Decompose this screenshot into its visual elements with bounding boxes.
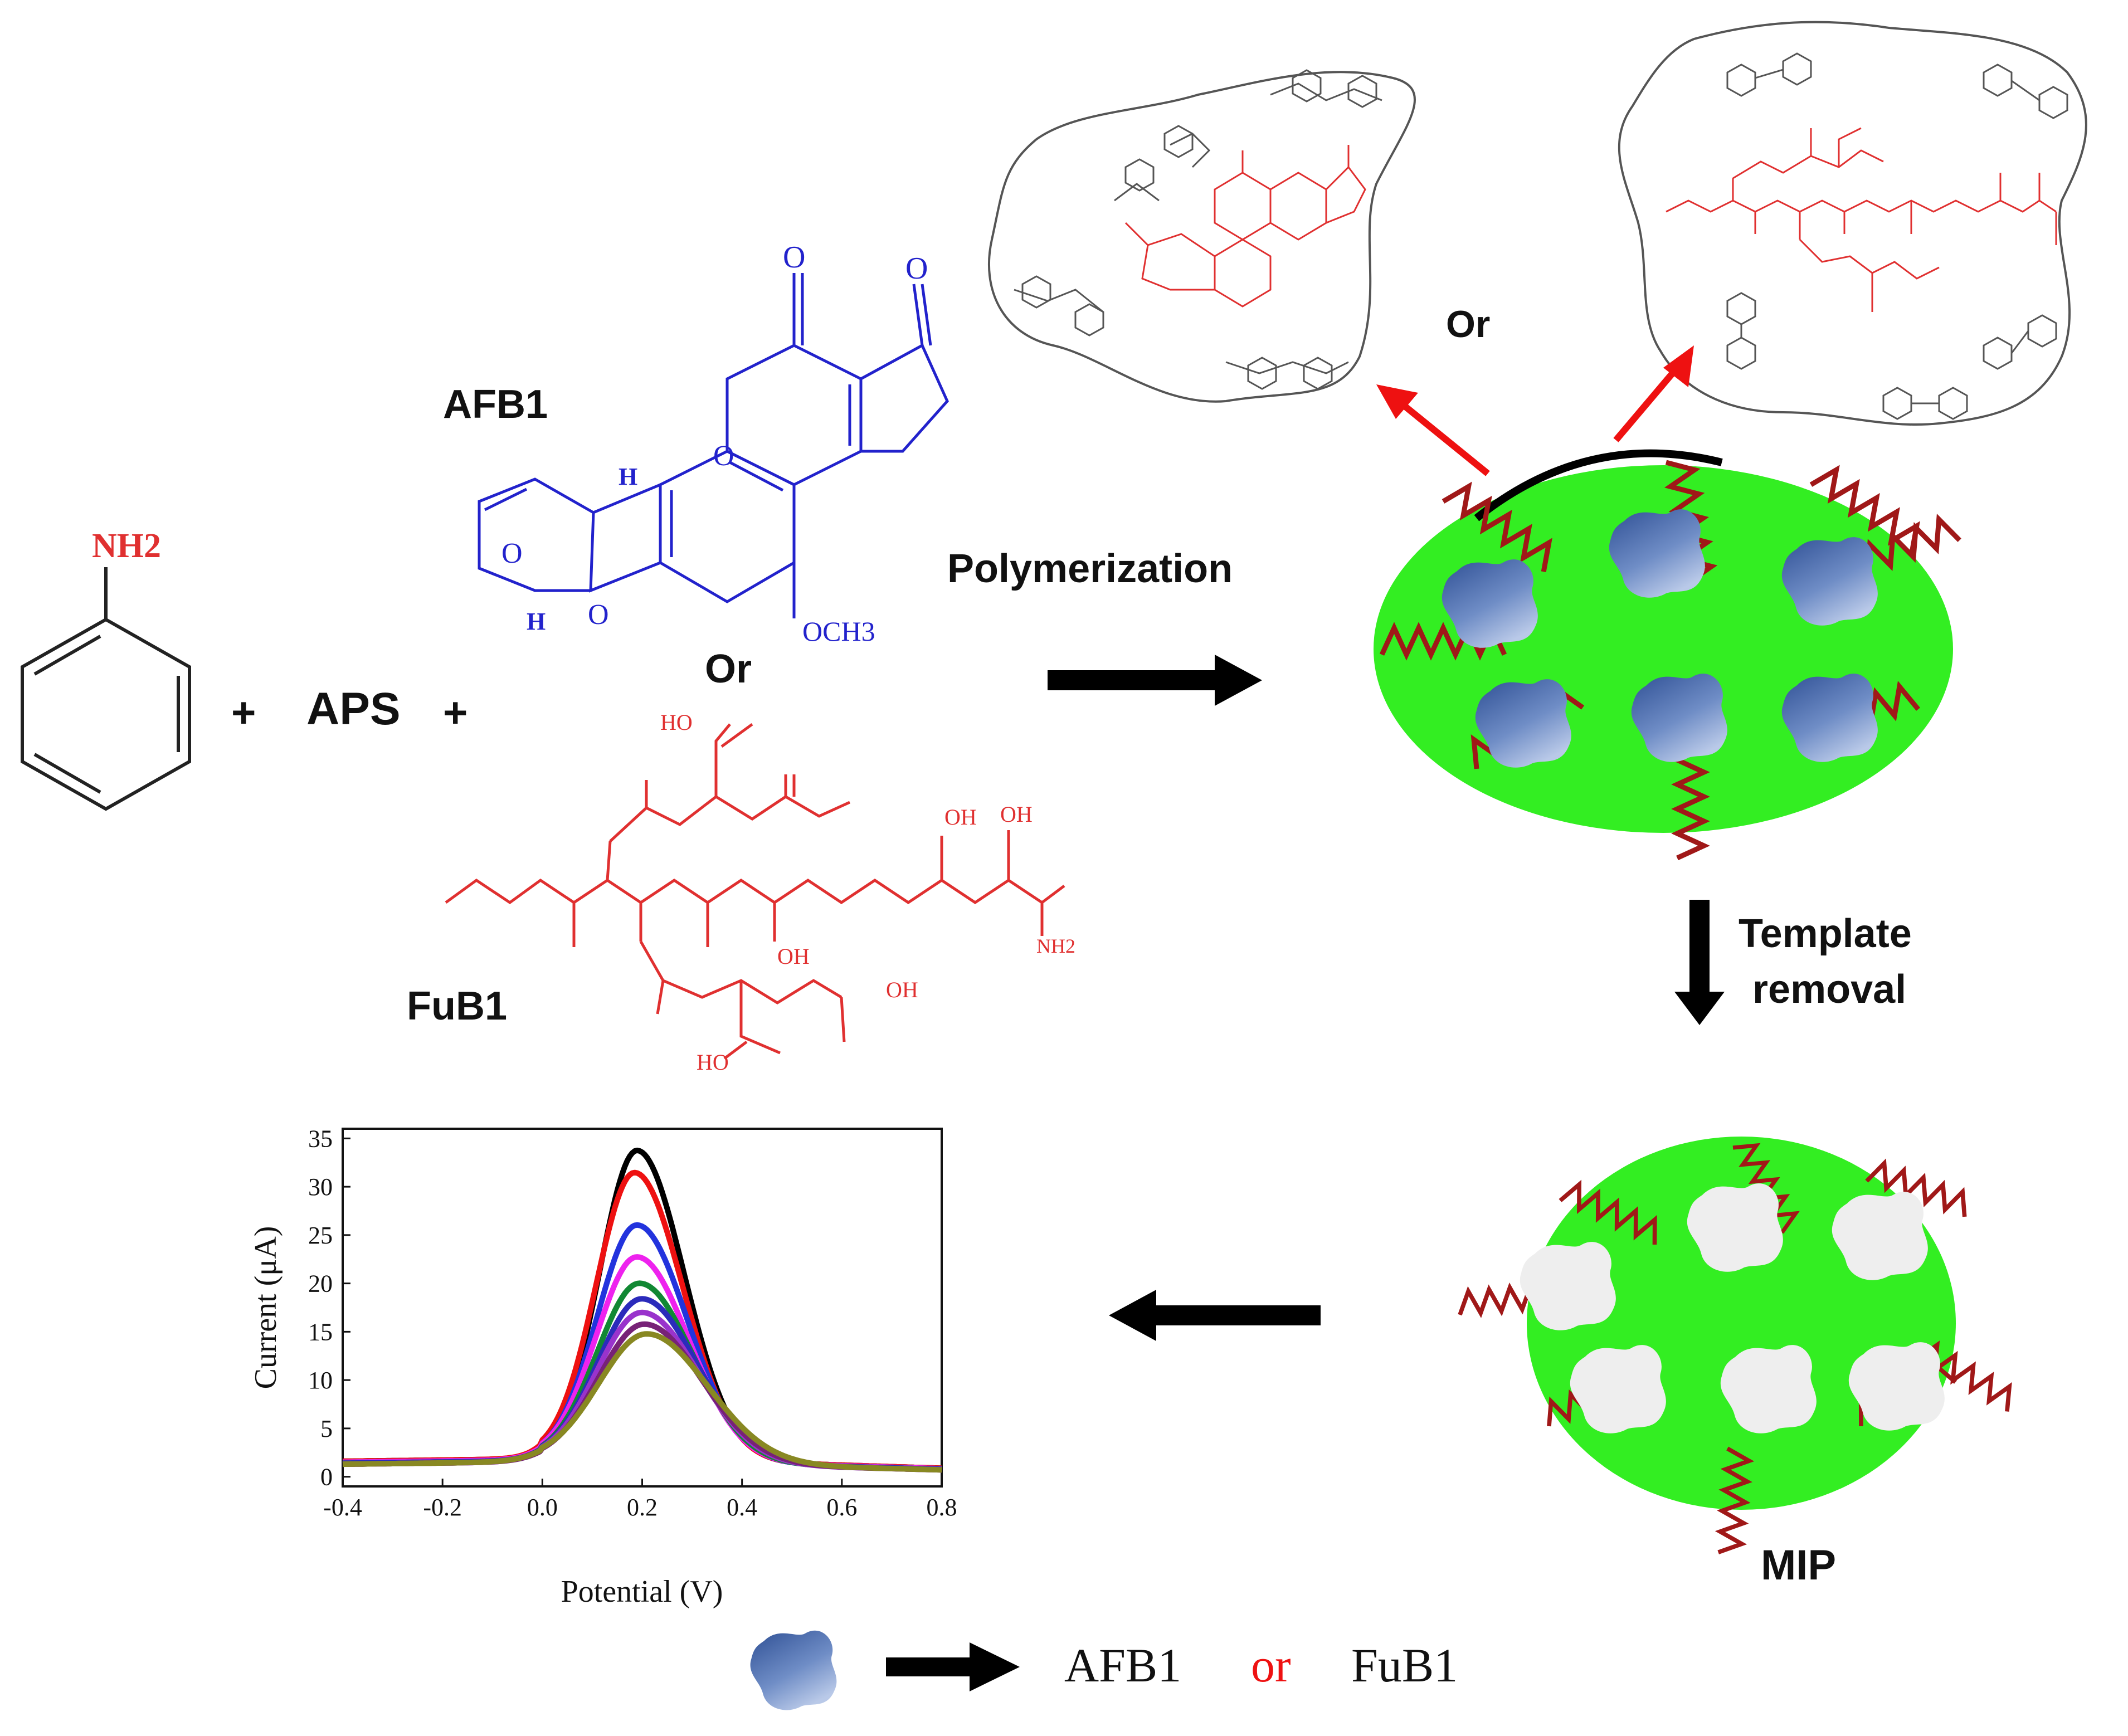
aps-label: APS	[306, 684, 401, 734]
mip-label: MIP	[1761, 1542, 1836, 1589]
y-tick-label: 35	[308, 1125, 333, 1152]
to-voltammogram-arrow	[1109, 1290, 1321, 1341]
x-tick-label: 0.0	[527, 1494, 558, 1521]
svg-text:OH: OH	[944, 804, 977, 830]
dpv-curve-9	[342, 1331, 942, 1473]
plus-sign: +	[443, 689, 468, 737]
legend-arrow	[970, 1642, 1020, 1691]
afb1-structure	[478, 273, 949, 618]
x-tick-label: 0.4	[727, 1494, 757, 1521]
legend-afb1: AFB1	[1064, 1639, 1181, 1692]
dpv-curve-1	[342, 1147, 942, 1471]
y-tick-label: 20	[308, 1270, 333, 1298]
svg-text:OH: OH	[1000, 802, 1033, 827]
x-tick-label: -0.4	[323, 1494, 362, 1521]
fub1-atom-labels: HO OH OH OH NH2 OH HO	[660, 710, 1075, 1075]
or-label: Or	[705, 647, 752, 691]
x-tick-label: 0.8	[927, 1494, 957, 1521]
x-tick-label: 0.2	[627, 1494, 658, 1521]
legend-fub1: FuB1	[1351, 1639, 1458, 1692]
polymerization-arrow	[1048, 655, 1262, 706]
red-arrow-to-fub1-inset	[1613, 345, 1694, 442]
svg-text:H: H	[527, 608, 546, 635]
svg-text:O: O	[783, 240, 805, 275]
svg-text:OH: OH	[777, 944, 810, 969]
x-tick-label: -0.2	[423, 1494, 462, 1521]
svg-text:NH2: NH2	[1036, 935, 1075, 957]
template-removal-line1: Template	[1739, 911, 1912, 956]
y-tick-label: 15	[308, 1318, 333, 1345]
afb1-och3-label: OCH3	[802, 616, 875, 647]
dpv-chart: -0.4 -0.2 0.0 0.2 0.4 0.6 0.8 0 5 10 15 20 25 30 35 Po…	[249, 1125, 957, 1609]
svg-text:O: O	[713, 440, 734, 472]
red-arrow-to-afb1-inset	[1376, 384, 1490, 476]
svg-text:O: O	[501, 538, 523, 569]
svg-text:O: O	[588, 599, 609, 631]
y-tick-label: 25	[308, 1222, 333, 1249]
x-tick-label: 0.6	[826, 1494, 857, 1521]
fub1-structure	[445, 723, 1065, 1060]
y-tick-label: 30	[308, 1173, 333, 1201]
dpv-curve-3	[342, 1222, 942, 1472]
fub1-imprint-inset	[1618, 21, 2087, 426]
polymer-surface-arc	[1474, 449, 1723, 521]
aniline-nh2-label: NH2	[92, 527, 161, 565]
afb1-imprint-inset	[987, 69, 1416, 403]
template-removal-arrow	[1674, 900, 1725, 1025]
y-tick-label: 5	[320, 1415, 333, 1442]
mip-polymer	[1458, 1137, 2018, 1554]
x-axis-label: Potential (V)	[561, 1574, 723, 1609]
afb1-label: AFB1	[443, 382, 548, 427]
y-axis-label: Current (μA)	[249, 1226, 283, 1389]
fub1-label: FuB1	[407, 984, 507, 1028]
svg-text:H: H	[619, 463, 637, 490]
legend-or: or	[1251, 1639, 1291, 1692]
or-between-insets: Or	[1446, 303, 1490, 345]
template-legend: AFB1 or FuB1	[750, 1630, 1458, 1710]
afb1-atom-labels: O O O O O H H OCH3	[501, 240, 928, 647]
dpv-curve-4	[342, 1254, 942, 1472]
svg-text:OH: OH	[886, 977, 918, 1002]
dpv-curve-8	[342, 1321, 942, 1473]
y-tick-label: 0	[320, 1464, 333, 1491]
template-removal-line2: removal	[1752, 967, 1906, 1012]
svg-text:O: O	[905, 251, 928, 286]
svg-text:HO: HO	[660, 710, 693, 735]
template-molecule-icon	[750, 1630, 837, 1710]
polymer-with-templates	[1374, 449, 1960, 858]
y-tick-label: 10	[308, 1367, 333, 1394]
aniline-structure: NH2	[21, 527, 191, 811]
dpv-curve-2	[342, 1169, 942, 1471]
polymerization-label: Polymerization	[947, 547, 1233, 591]
plot-frame	[342, 1128, 943, 1488]
plus-sign: +	[231, 689, 256, 737]
svg-text:HO: HO	[697, 1050, 729, 1075]
